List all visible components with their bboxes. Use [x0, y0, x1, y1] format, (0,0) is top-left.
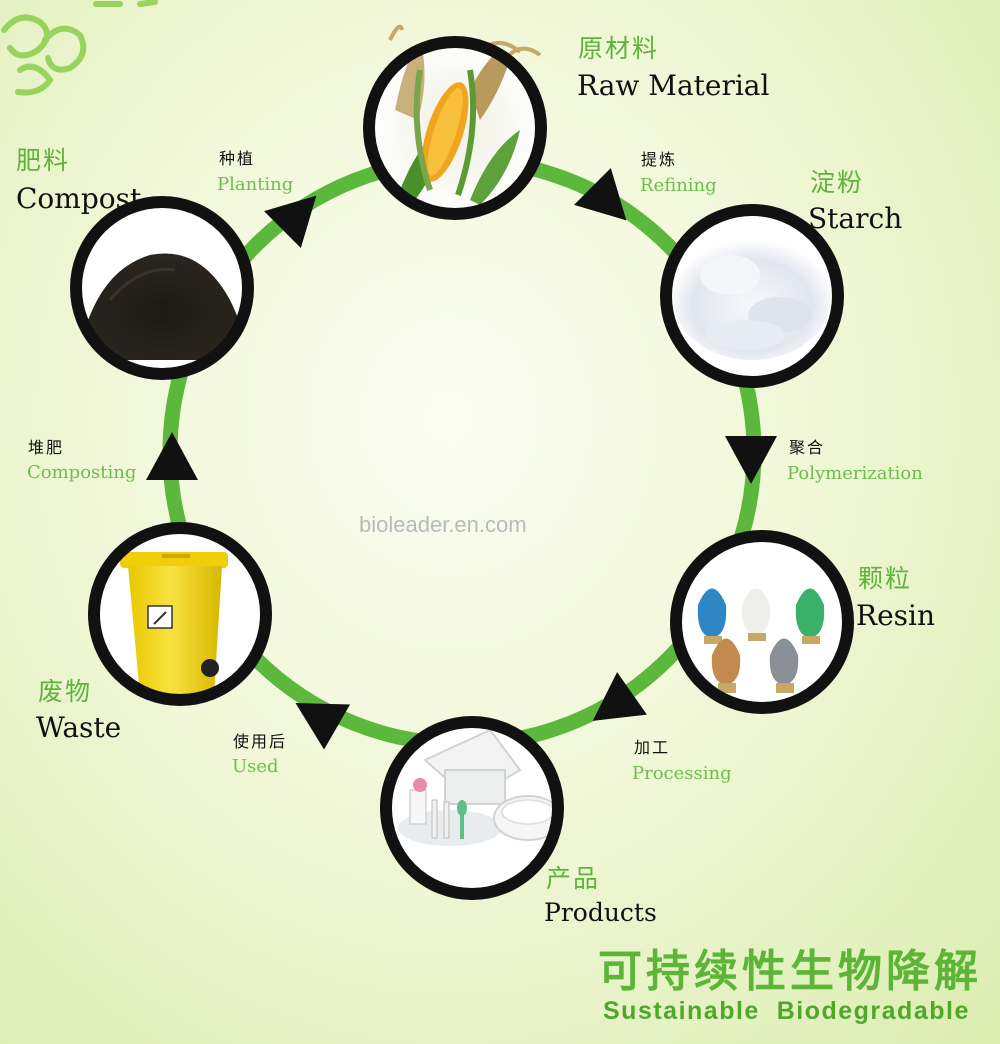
process-planting-zh: 种植 [219, 149, 256, 168]
process-processing-en: Processing [632, 763, 732, 784]
process-processing-zh: 加工 [634, 738, 671, 757]
process-used-en: Used [232, 756, 279, 777]
arrow-composting-icon [146, 432, 198, 480]
tableware-products-image [380, 716, 564, 900]
process-polymerization-en: Polymerization [787, 463, 923, 484]
arrow-polymerization-icon [725, 436, 777, 484]
slogan-chinese: 可持续性生物降解 [598, 946, 982, 997]
starch-powder-image [660, 204, 844, 388]
resin-granules-image [670, 530, 854, 714]
arrow-processing-icon [592, 672, 647, 721]
arrow-used-icon [295, 703, 351, 750]
stage-resin-zh: 颗粒 [858, 564, 913, 593]
process-refining-en: Refining [640, 175, 717, 196]
stage-starch-zh: 淀粉 [810, 168, 865, 197]
process-polymerization-zh: 聚合 [789, 438, 826, 457]
process-used-zh: 使用后 [233, 732, 288, 751]
stage-compost-en: Compost [16, 182, 142, 215]
stage-starch-en: Starch [808, 202, 903, 235]
slogan-english: Sustainable Biodegradable [603, 997, 970, 1025]
process-planting-en: Planting [217, 174, 294, 195]
corner-decoration-icon [1, 0, 158, 96]
stage-raw-material-en: Raw Material [577, 69, 770, 102]
watermark-text: bioleader.en.com [359, 512, 527, 537]
stage-raw-material-zh: 原材料 [578, 34, 660, 63]
corn-image [363, 24, 547, 220]
process-composting-zh: 堆肥 [28, 438, 65, 457]
stage-waste-en: Waste [36, 711, 122, 744]
stage-products-en: Products [544, 898, 657, 927]
stage-resin-en: Resin [856, 599, 936, 632]
arrow-refining-icon [574, 168, 627, 221]
trash-bin-image [88, 522, 272, 706]
stage-products-zh: 产品 [546, 864, 601, 893]
stage-waste-zh: 废物 [38, 677, 93, 706]
soil-pile-image [70, 196, 254, 380]
process-composting-en: Composting [27, 462, 137, 483]
arrow-planting-icon [264, 195, 317, 248]
process-refining-zh: 提炼 [641, 150, 678, 169]
stage-compost-zh: 肥料 [16, 146, 71, 175]
